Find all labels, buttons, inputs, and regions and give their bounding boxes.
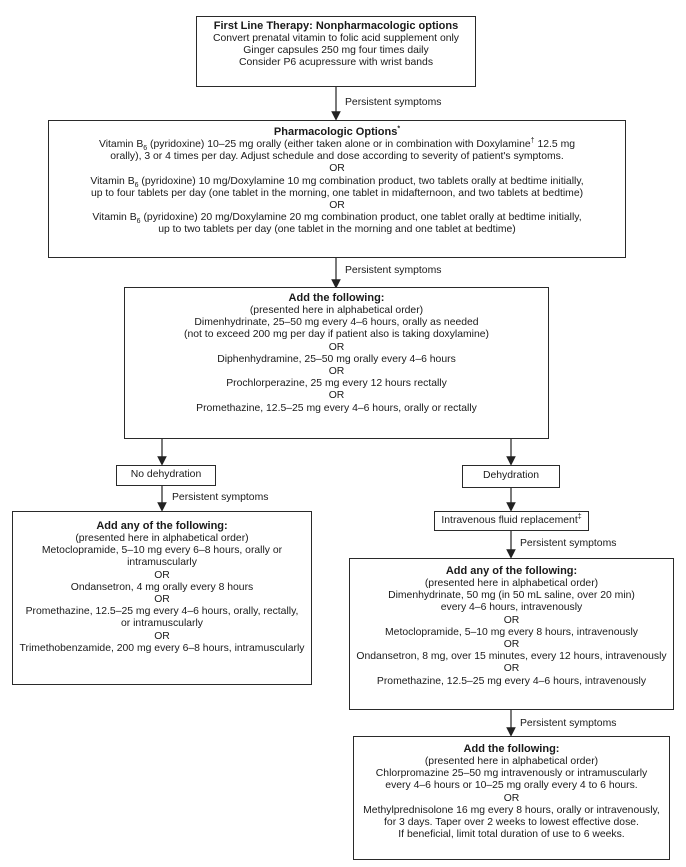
drug-line: Metoclopramide, 5–10 mg every 6–8 hours,… [41, 545, 283, 557]
drug-line: for 3 days. Taper over 2 weeks to lowest… [384, 817, 639, 829]
or-separator: OR [503, 663, 520, 675]
or-separator: OR [503, 792, 520, 804]
drug-line: If beneficial, limit total duration of u… [398, 829, 625, 841]
drug-line: every 4–6 hours, intravenously [440, 602, 583, 614]
add-following-box: Add the following: (presented here in al… [124, 287, 549, 439]
drug-line: Metoclopramide, 5–10 mg every 8 hours, i… [385, 626, 638, 638]
pharmacologic-options-box: Pharmacologic Options* Vitamin B6 (pyrid… [48, 120, 626, 258]
drug-line: Ondansetron, 8 mg, over 15 minutes, ever… [356, 651, 667, 663]
drug-line: Prochlorperazine, 25 mg every 12 hours r… [226, 378, 447, 390]
first-line-title: First Line Therapy: Nonpharmacologic opt… [213, 20, 459, 32]
add-any-title: Add any of the following: [445, 565, 578, 577]
or-separator: OR [503, 614, 520, 626]
dehydration-box: Dehydration [462, 465, 560, 488]
or-separator: OR [503, 639, 520, 651]
iv-fluid-box: Intravenous fluid replacement‡ [434, 511, 589, 531]
dehydration-options-box: Add any of the following: (presented her… [349, 558, 674, 710]
first-line-item: Ginger capsules 250 mg four times daily [243, 45, 429, 57]
persistent-symptoms-label: Persistent symptoms [345, 97, 442, 108]
or-separator: OR [328, 390, 345, 402]
option-2-line-2: up to four tablets per day (one tablet i… [90, 187, 584, 199]
option-2-line-1: Vitamin B6 (pyridoxine) 10 mg/Doxylamine… [90, 175, 584, 189]
add-any-title: Add any of the following: [96, 520, 228, 532]
add-following-title: Add the following: [288, 292, 385, 304]
drug-line: Trimethobenzamide, 200 mg every 6–8 hour… [19, 642, 305, 654]
drug-line: Dimenhydrinate, 25–50 mg every 4–6 hours… [194, 317, 479, 329]
or-separator: OR [329, 200, 345, 212]
drug-line: Promethazine, 12.5–25 mg every 4–6 hours… [196, 402, 477, 414]
first-line-item: Convert prenatal vitamin to folic acid s… [212, 33, 460, 44]
drug-line: Methylprednisolone 16 mg every 8 hours, … [363, 804, 660, 816]
persistent-symptoms-label: Persistent symptoms [345, 265, 442, 276]
persistent-symptoms-label: Persistent symptoms [520, 538, 617, 549]
pharmacologic-title: Pharmacologic Options* [273, 125, 401, 138]
option-1-line-2: orally), 3 or 4 times per day. Adjust sc… [110, 151, 564, 163]
or-separator: OR [329, 163, 345, 175]
drug-line: every 4–6 hours or 10–25 mg orally every… [385, 780, 638, 792]
first-line-item: Consider P6 acupressure with wrist bands [238, 57, 434, 69]
no-dehydration-options-box: Add any of the following: (presented her… [12, 511, 312, 685]
option-3-line-1: Vitamin B6 (pyridoxine) 20 mg/Doxylamine… [92, 212, 582, 226]
alphabetical-note: (presented here in alphabetical order) [424, 756, 599, 767]
drug-line: intramuscularly [127, 557, 197, 569]
no-dehydration-label: No dehydration [130, 469, 202, 481]
final-options-box: Add the following: (presented here in al… [353, 736, 670, 860]
persistent-symptoms-label: Persistent symptoms [520, 718, 617, 729]
drug-line: Dimenhydrinate, 50 mg (in 50 mL saline, … [388, 590, 635, 602]
dehydration-label: Dehydration [482, 470, 540, 482]
drug-line: Diphenhydramine, 25–50 mg orally every 4… [217, 353, 456, 365]
option-3-line-2: up to two tablets per day (one tablet in… [158, 224, 516, 236]
or-separator: OR [328, 366, 345, 378]
alphabetical-note: (presented here in alphabetical order) [424, 578, 599, 589]
drug-line: Chlorpromazine 25–50 mg intravenously or… [375, 768, 648, 780]
drug-line: (not to exceed 200 mg per day if patient… [184, 329, 489, 341]
or-separator: OR [154, 594, 170, 606]
drug-line: Promethazine, 12.5–25 mg every 4–6 hours… [376, 675, 647, 687]
drug-line: Promethazine, 12.5–25 mg every 4–6 hours… [25, 606, 299, 618]
or-separator: OR [154, 569, 170, 581]
or-separator: OR [154, 630, 170, 642]
add-following-title: Add the following: [463, 743, 560, 755]
drug-line: or intramuscularly [121, 618, 203, 630]
alphabetical-note: (presented here in alphabetical order) [75, 533, 249, 544]
alphabetical-note: (presented here in alphabetical order) [249, 305, 424, 316]
drug-line: Ondansetron, 4 mg orally every 8 hours [70, 581, 254, 593]
no-dehydration-box: No dehydration [116, 465, 216, 486]
or-separator: OR [328, 341, 345, 353]
persistent-symptoms-label: Persistent symptoms [172, 492, 269, 503]
iv-fluid-label: Intravenous fluid replacement‡ [441, 513, 582, 526]
first-line-therapy-box: First Line Therapy: Nonpharmacologic opt… [196, 16, 476, 87]
option-1-line-1: Vitamin B6 (pyridoxine) 10–25 mg orally … [98, 137, 576, 153]
